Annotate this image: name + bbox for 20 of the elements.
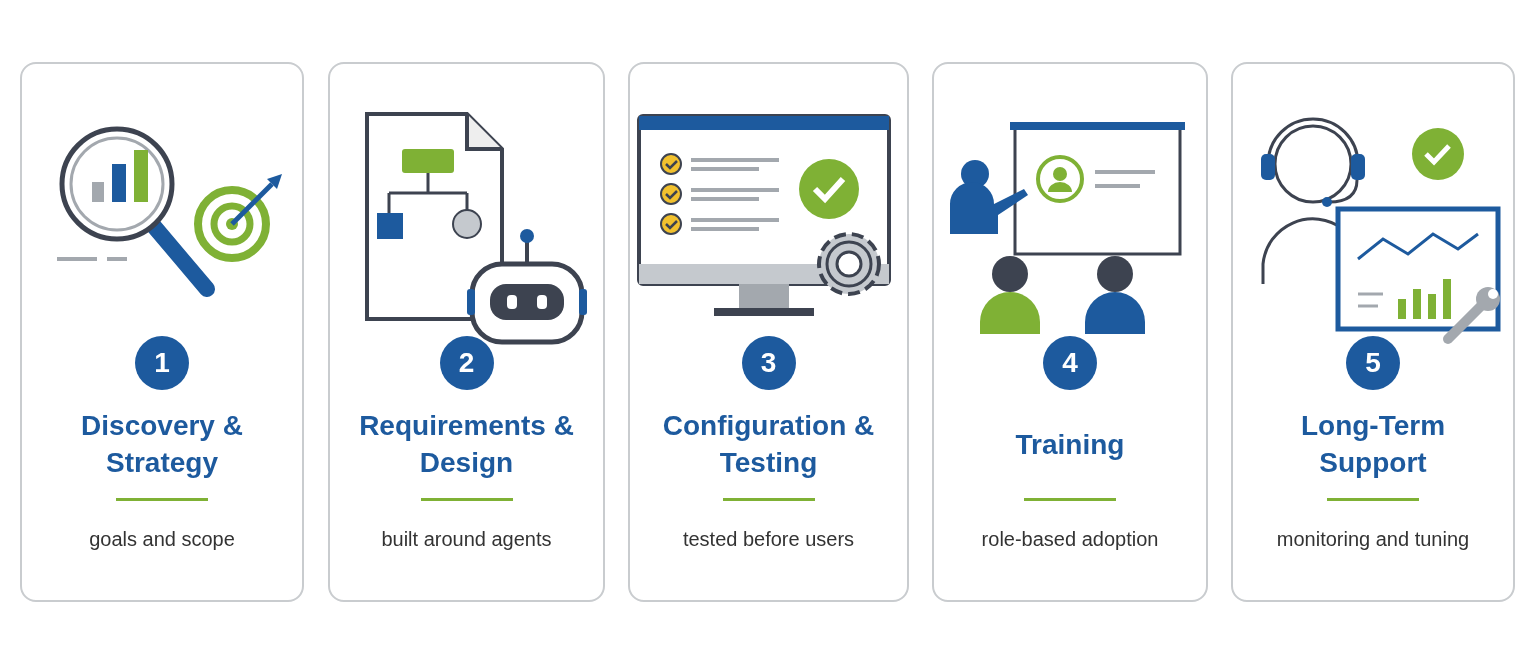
step-card <box>628 62 909 602</box>
step-title: Discovery & Strategy <box>80 409 244 480</box>
step-title: Requirements & Design <box>358 409 575 480</box>
step-description: monitoring and tuning <box>1275 527 1471 552</box>
step-card <box>1231 62 1515 602</box>
step-number: 3 <box>741 336 796 390</box>
step-number: 1 <box>135 336 189 390</box>
step-number: 5 <box>1346 336 1400 390</box>
step-card <box>20 62 304 602</box>
step-description: built around agents <box>380 527 553 552</box>
step-card <box>328 62 605 602</box>
step-title: Training <box>1015 427 1125 462</box>
step-description: goals and scope <box>88 527 236 552</box>
step-description: role-based adoption <box>980 527 1160 552</box>
step-title: Long-Term Support <box>1299 409 1447 480</box>
step-description: tested before users <box>681 527 856 552</box>
step-title: Configuration & Testing <box>661 409 876 480</box>
step-number: 2 <box>439 336 494 390</box>
step-card <box>932 62 1208 602</box>
step-number: 4 <box>1043 336 1097 390</box>
